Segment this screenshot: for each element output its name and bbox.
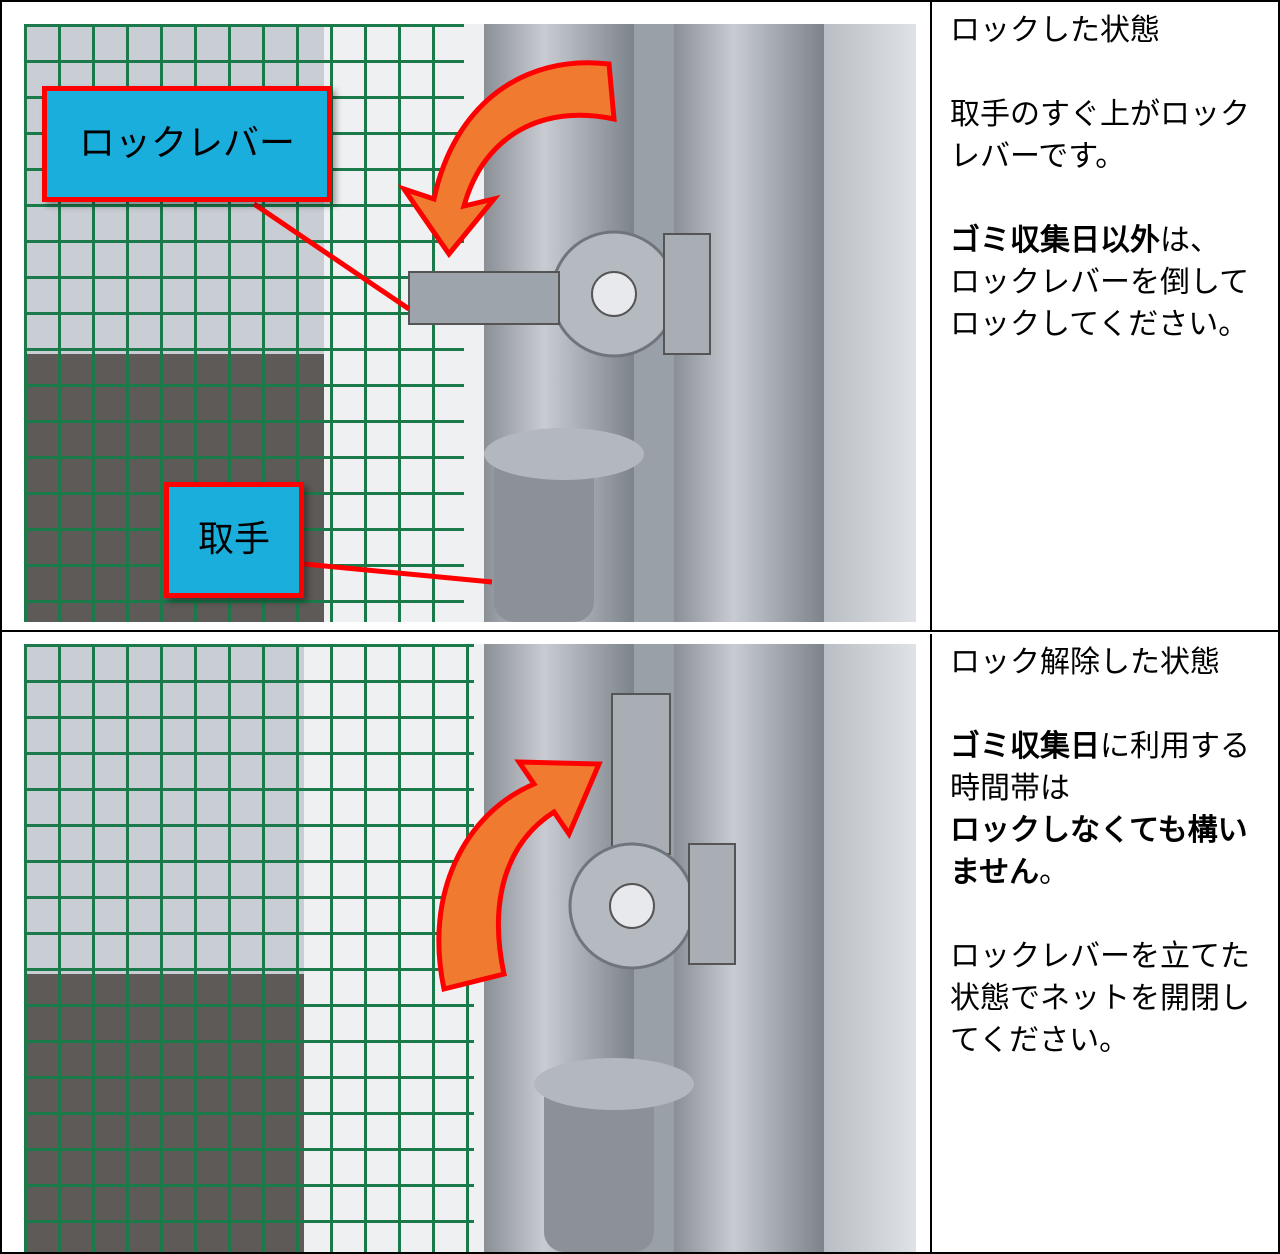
lock-instruction: ロックレバーを倒してロックしてください。 [950, 265, 1250, 342]
text-cell-unlocked: ロック解除した状態 ゴミ収集日に利用する時間帯は ロックしなくても構いません。 … [934, 634, 1278, 1252]
callout-handle-label: 取手 [197, 519, 270, 560]
photo-cell-unlocked [2, 634, 932, 1252]
no-lock-needed-suffix: 。 [1039, 855, 1070, 890]
row-unlocked: ロック解除した状態 ゴミ収集日に利用する時間帯は ロックしなくても構いません。 … [2, 634, 1278, 1252]
callout-lock-lever-label: ロックレバー [78, 123, 295, 164]
section-title-locked: ロックした状態 [950, 13, 1160, 48]
no-lock-needed-emphasis: ロックしなくても構いません [950, 813, 1248, 890]
arrow-down-left-icon [397, 60, 617, 259]
section-title-unlocked: ロック解除した状態 [950, 645, 1220, 680]
non-collection-day-note: ゴミ収集日以外は、 [950, 220, 1268, 262]
text-cell-locked: ロックした状態 取手のすぐ上がロックレバーです。 ゴミ収集日以外は、 ロックレバ… [934, 2, 1278, 630]
non-collection-day-suffix: は、 [1160, 223, 1220, 258]
non-collection-day-emphasis: ゴミ収集日以外 [950, 223, 1160, 258]
photo-cell-locked: ロックレバー 取手 [2, 2, 932, 630]
collection-day-suffix: に利用する時間帯は [950, 729, 1250, 806]
lever-description: 取手のすぐ上がロックレバーです。 [950, 97, 1250, 174]
callout-handle: 取手 [164, 482, 304, 598]
callout-lock-lever: ロックレバー [42, 86, 332, 202]
arrow-up-right-icon [436, 759, 603, 993]
row-locked: ロックレバー 取手 ロックした状態 取手のすぐ上がロックレバーです。 ゴミ収集日… [2, 2, 1278, 632]
no-lock-needed-note: ロックしなくても構いません。 [950, 810, 1268, 894]
collection-day-emphasis: ゴミ収集日 [950, 729, 1100, 764]
open-close-instruction: ロックレバーを立てた状態でネットを開閉してください。 [950, 939, 1250, 1058]
photo-unlocked-illustration [24, 644, 916, 1252]
photo-unlocked [24, 644, 916, 1252]
collection-day-note: ゴミ収集日に利用する時間帯は [950, 726, 1268, 810]
